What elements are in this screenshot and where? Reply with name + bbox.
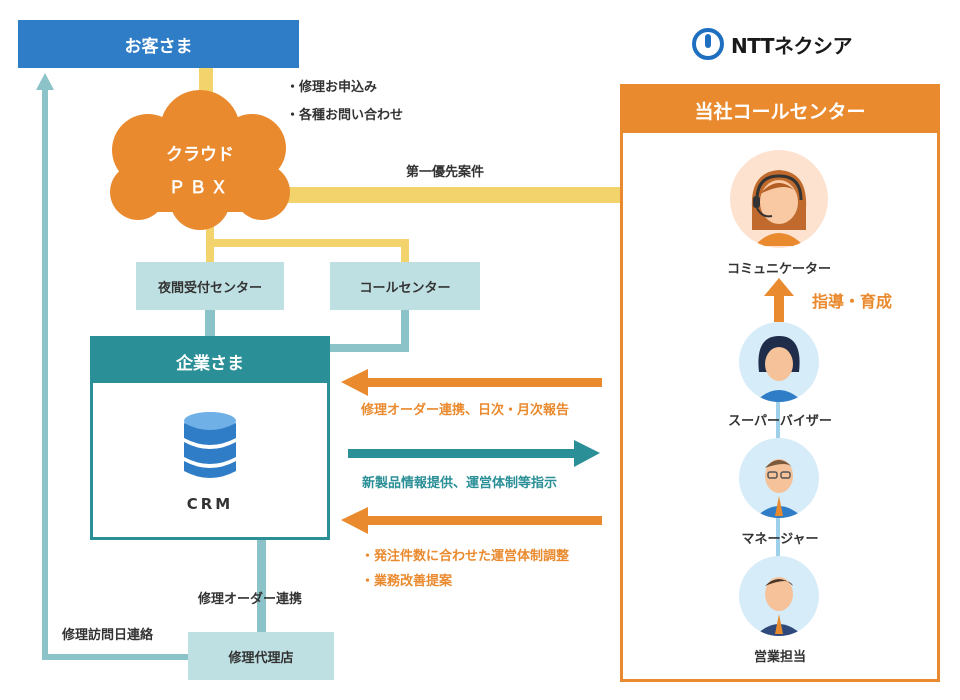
customer-label: お客さま xyxy=(124,36,193,57)
company-title-bar: 企業さま xyxy=(93,339,327,383)
customer-request-2: ・各種お問い合わせ xyxy=(286,108,404,123)
connector-call-company xyxy=(330,310,409,352)
arrow-to-company-2-label-2: ・業務改善提案 xyxy=(361,574,453,589)
connector-agency-customer-head xyxy=(36,73,54,90)
connector-pbx-centers xyxy=(206,215,409,262)
our-center-title-bar: 当社コールセンター xyxy=(623,87,937,133)
arrow-to-company-1-label: 修理オーダー連携、日次・月次報告 xyxy=(361,403,570,418)
priority-arrow-shaft xyxy=(282,187,632,203)
supervisor-avatar xyxy=(739,322,819,402)
repair-order-link-label: 修理オーダー連携 xyxy=(198,592,303,607)
customer-box: お客さま xyxy=(18,20,299,68)
cloud-pbx: クラウド ＰＢＸ xyxy=(120,140,280,198)
guidance-arrow-icon xyxy=(764,278,794,322)
agency-label: 修理代理店 xyxy=(228,650,294,666)
manager-avatar xyxy=(739,438,819,518)
connector-company-agency xyxy=(257,540,266,632)
cloud-pbx-line1: クラウド xyxy=(166,145,234,165)
arrow-to-center-head xyxy=(574,440,600,467)
agency-box: 修理代理店 xyxy=(188,632,334,680)
our-center-title: 当社コールセンター xyxy=(694,100,866,123)
crm-label: CRM xyxy=(186,495,234,513)
arrow-to-company-1-head xyxy=(341,369,368,396)
night-center-label: 夜間受付センター xyxy=(157,280,262,296)
arrow-to-company-2-label-1: ・発注件数に合わせた運営体制調整 xyxy=(361,549,570,564)
arrow-to-company-2-shaft xyxy=(368,516,602,525)
sales-label: 営業担当 xyxy=(753,650,806,665)
connector-night-company xyxy=(205,310,215,336)
cloud-pbx-line2: ＰＢＸ xyxy=(168,178,232,198)
company-box: 企業さま CRM xyxy=(90,336,330,540)
call-center-label: コールセンター xyxy=(359,280,451,296)
cloud-shape xyxy=(110,90,290,230)
communicator-headset-icon xyxy=(751,170,807,246)
customer-request-1: ・修理お申込み xyxy=(286,80,378,95)
communicator-avatar xyxy=(730,150,828,248)
sales-person-icon xyxy=(755,577,803,636)
night-center-box: 夜間受付センター xyxy=(136,262,284,310)
logo-text: NTTネクシア xyxy=(731,33,852,58)
ntt-nexia-logo: NTTネクシア xyxy=(692,28,852,60)
priority-label: 第一優先案件 xyxy=(406,165,485,180)
arrow-to-center-shaft xyxy=(348,449,574,458)
call-center-box: コールセンター xyxy=(330,262,480,310)
manager-label: マネージャー xyxy=(741,532,819,547)
company-title: 企業さま xyxy=(176,353,244,374)
manager-person-icon xyxy=(755,459,803,518)
arrow-to-center-label: 新製品情報提供、運営体制等指示 xyxy=(362,476,558,491)
arrow-to-company-1-shaft xyxy=(368,378,602,387)
supervisor-person-icon xyxy=(755,336,803,402)
guidance-label: 指導・育成 xyxy=(812,292,893,311)
database-icon xyxy=(184,412,236,478)
ntt-logo-icon xyxy=(692,28,724,60)
visit-date-contact-label: 修理訪問日連絡 xyxy=(62,628,154,643)
connector-agency-customer xyxy=(42,88,188,660)
sales-avatar xyxy=(739,556,819,636)
communicator-label: コミュニケーター xyxy=(726,262,831,277)
supervisor-label: スーパーバイザー xyxy=(728,414,832,429)
arrow-to-company-2-head xyxy=(341,507,368,534)
